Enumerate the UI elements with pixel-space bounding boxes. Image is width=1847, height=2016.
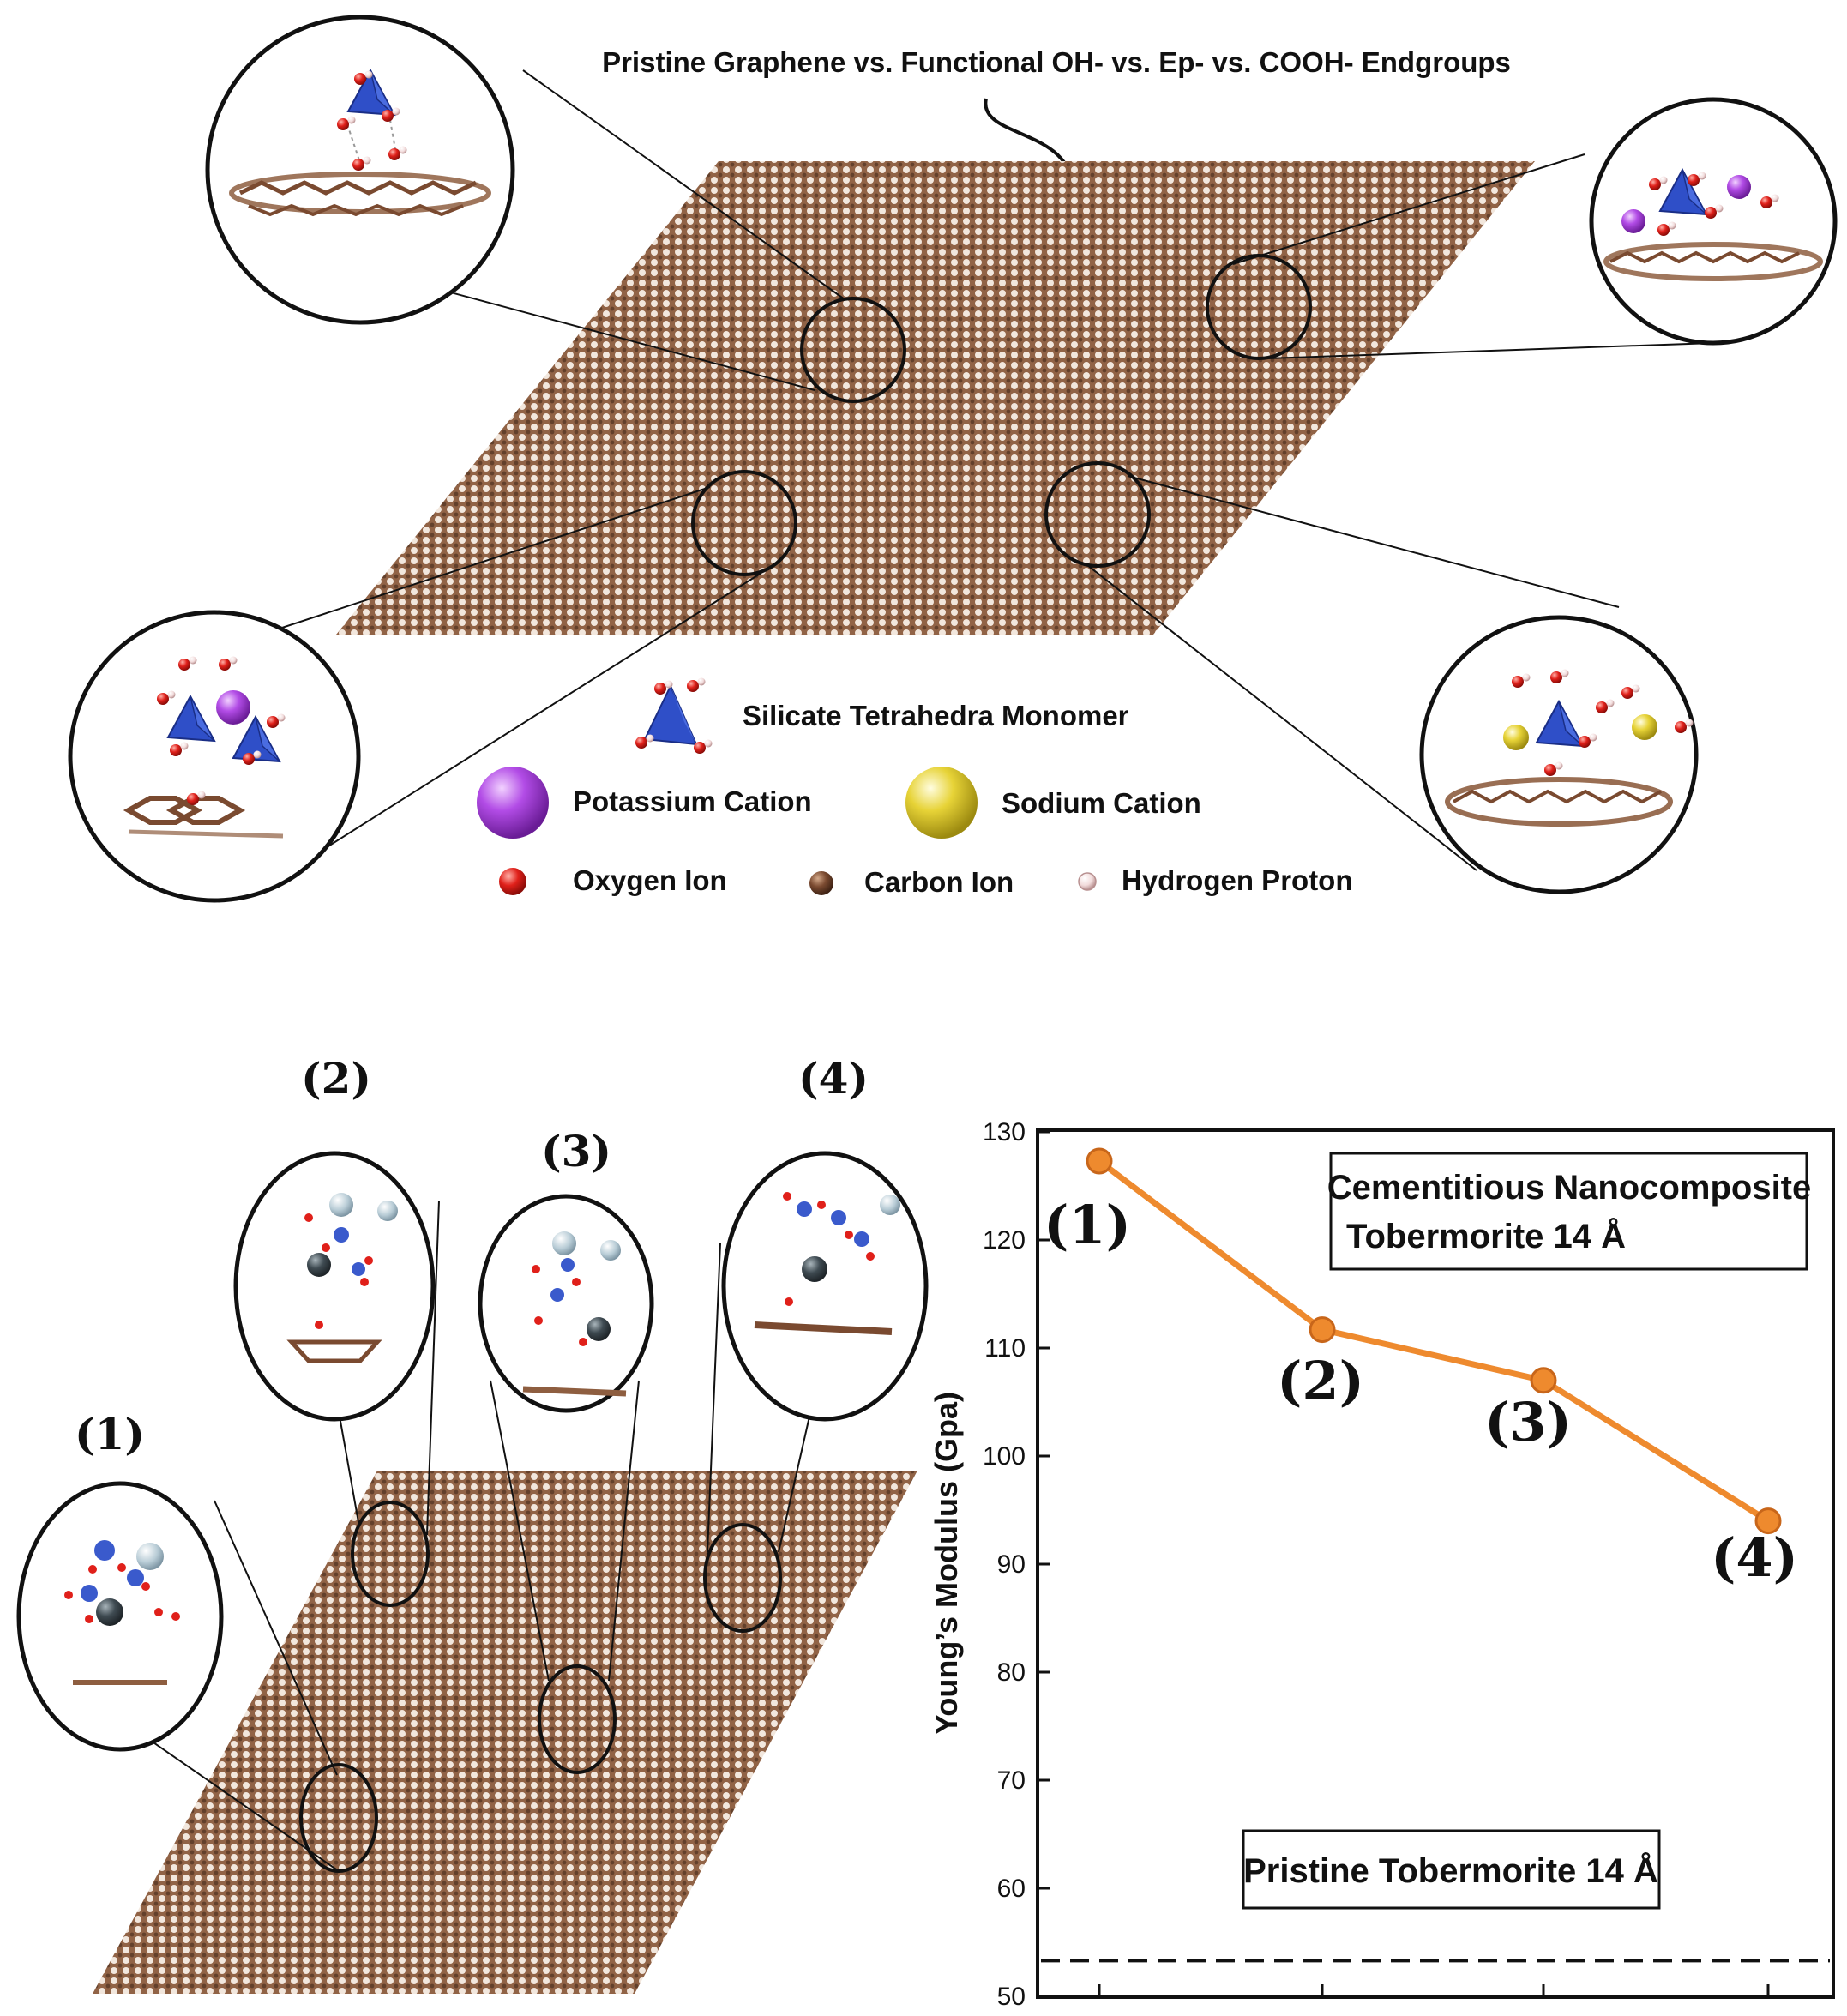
sheet-zoom-circle — [800, 297, 906, 403]
hydrogen-proton-icon — [1078, 872, 1097, 891]
silicate-tetrahedra-icon — [635, 677, 713, 754]
zoom-bubble-4 — [721, 1151, 929, 1422]
legend-potassium-label: Potassium Cation — [573, 785, 812, 817]
legend-oxygen-label: Oxygen Ion — [573, 864, 727, 896]
sheet-zoom-circle — [538, 1664, 617, 1774]
point-label: (4) — [1711, 1526, 1798, 1589]
oxygen-ion-icon — [499, 868, 526, 895]
data-point — [1309, 1316, 1336, 1344]
magnified-circle-ep — [1589, 97, 1838, 346]
sheet-zoom-circle — [351, 1501, 430, 1607]
zoom-bubble-2 — [233, 1151, 436, 1422]
sodium-cation-icon — [905, 767, 978, 839]
sheet-zoom-circle — [1044, 461, 1151, 568]
data-point — [1530, 1367, 1557, 1394]
y-tick-label: 110 — [984, 1334, 1026, 1363]
bottom-left-panel: (1) (2) (3) (4) — [16, 1053, 929, 1994]
graphene-sheet-bottom — [93, 1471, 917, 1994]
annotation-box: Cementitious Nanocomposite Tobermorite 1… — [1327, 1152, 1812, 1271]
reference-label-box: Pristine Tobermorite 14 Å — [1242, 1829, 1661, 1910]
data-point — [1754, 1507, 1782, 1535]
x-axis-ticks — [1098, 1984, 1770, 1996]
potassium-cation-icon — [477, 767, 549, 839]
zoom-label-3: (3) — [541, 1126, 611, 1177]
zoom-label-2: (2) — [301, 1053, 371, 1104]
graphene-sheet-top — [336, 161, 1535, 635]
zoom-connector-lines — [229, 69, 1714, 871]
zoom-bubble-1 — [16, 1481, 224, 1752]
legend: Silicate Tetrahedra Monomer Potassium Ca… — [477, 677, 1353, 898]
legend-hydrogen-label: Hydrogen Proton — [1122, 864, 1353, 896]
data-point — [1086, 1147, 1113, 1175]
y-tick-label: 70 — [997, 1766, 1026, 1795]
y-tick-label: 130 — [983, 1118, 1026, 1146]
y-tick-label: 60 — [997, 1875, 1026, 1903]
zoom-label-1: (1) — [75, 1409, 145, 1459]
y-axis: 50 60 70 80 90 100 110 120 130 — [983, 1118, 1050, 2011]
legend-sodium-label: Sodium Cation — [1002, 787, 1201, 819]
sheet-zoom-circle — [691, 470, 797, 576]
point-label: (1) — [1044, 1194, 1131, 1256]
zoom-bubble-3 — [478, 1194, 654, 1413]
point-label: (3) — [1484, 1391, 1572, 1453]
legend-carbon-label: Carbon Ion — [864, 866, 1014, 898]
y-tick-label: 80 — [997, 1658, 1026, 1687]
series-line — [1097, 1158, 1770, 1524]
annotation-line-1: Cementitious Nanocomposite — [1327, 1169, 1812, 1207]
sheet-zoom-circle — [703, 1523, 782, 1633]
y-tick-label: 90 — [997, 1550, 1026, 1579]
magnified-circle-pristine — [1419, 615, 1699, 894]
y-tick-label: 100 — [983, 1442, 1026, 1471]
magnified-circle-oh — [205, 15, 515, 325]
annotation-line-2: Tobermorite 14 Å — [1346, 1217, 1626, 1255]
point-label: (2) — [1277, 1350, 1364, 1412]
youngs-modulus-chart: 50 60 70 80 90 100 110 120 130 Young’s Modulus (… — [929, 1118, 1835, 2011]
magnified-circle-cooh — [68, 610, 361, 903]
carbon-ion-icon — [809, 871, 833, 895]
top-panel: Pristine Graphene vs. Functional OH- vs.… — [68, 15, 1838, 903]
top-title: Pristine Graphene vs. Functional OH- vs.… — [602, 46, 1511, 78]
y-axis-label: Young’s Modulus (Gpa) — [929, 1392, 964, 1735]
legend-silicate-label: Silicate Tetrahedra Monomer — [743, 700, 1129, 731]
zoom-label-4: (4) — [798, 1053, 869, 1104]
y-tick-label: 50 — [997, 1983, 1026, 2011]
y-tick-label: 120 — [983, 1226, 1026, 1255]
reference-label: Pristine Tobermorite 14 Å — [1243, 1851, 1658, 1890]
